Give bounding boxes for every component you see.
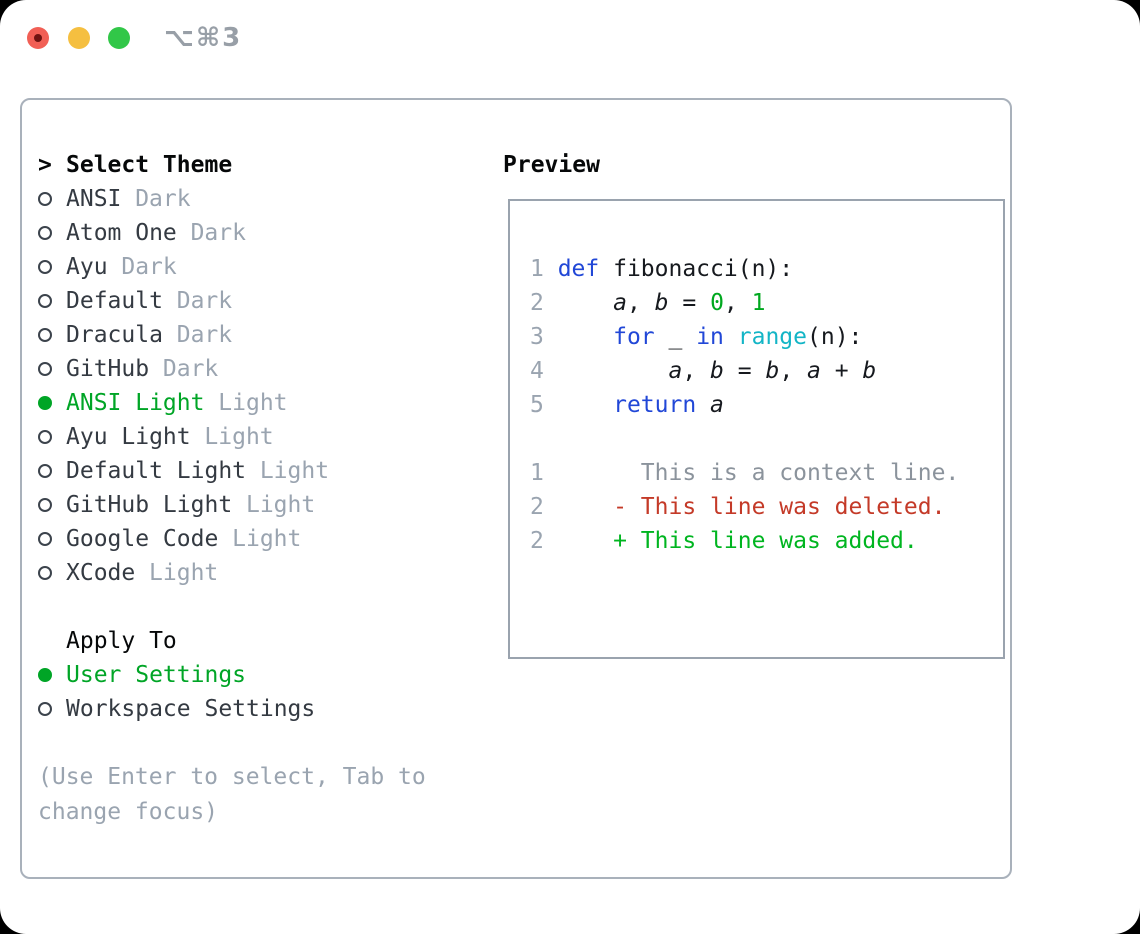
code-line: 1 This is a context line.	[530, 460, 960, 486]
radio-unselected-icon	[38, 702, 66, 716]
radio-unselected-icon	[38, 192, 66, 206]
theme-option-label: Default Light	[66, 458, 247, 484]
line-number: 3	[530, 324, 558, 350]
select-theme-title: Select Theme	[66, 152, 233, 178]
radio-unselected-icon	[38, 362, 66, 376]
theme-variant-badge: Light	[232, 526, 302, 552]
apply-option-user-settings[interactable]: User Settings	[38, 658, 488, 692]
theme-variant-badge: Dark	[162, 356, 219, 382]
apply-option-workspace-settings[interactable]: Workspace Settings	[38, 692, 488, 726]
theme-variant-badge: Light	[204, 424, 274, 450]
window-title: ⌥⌘3	[164, 23, 243, 53]
select-theme-header: > Select Theme	[38, 148, 488, 182]
theme-option-default[interactable]: Default Dark	[38, 284, 488, 318]
theme-option-label: Atom One	[66, 220, 177, 246]
radio-unselected-icon	[38, 260, 66, 274]
code-line: 4 a, b = b, a + b	[530, 358, 877, 384]
theme-option-atom-one[interactable]: Atom One Dark	[38, 216, 488, 250]
theme-option-github-light[interactable]: GitHub Light Light	[38, 488, 488, 522]
theme-option-dracula[interactable]: Dracula Dark	[38, 318, 488, 352]
theme-option-ayu-light[interactable]: Ayu Light Light	[38, 420, 488, 454]
theme-option-label: Default	[66, 288, 163, 314]
zoom-button[interactable]	[108, 27, 130, 49]
apply-option-label: Workspace Settings	[66, 696, 316, 722]
code-line: 5 return a	[530, 392, 724, 418]
theme-variant-badge: Dark	[121, 254, 177, 280]
code-line: 2 - This line was deleted.	[530, 494, 946, 520]
line-number: 2	[530, 494, 558, 520]
theme-option-xcode[interactable]: XCode Light	[38, 556, 488, 590]
theme-variant-badge: Dark	[176, 288, 233, 314]
radio-unselected-icon	[38, 226, 66, 240]
theme-variant-badge: Dark	[190, 220, 246, 246]
theme-variant-badge: Light	[149, 560, 219, 586]
keyboard-hint: (Use Enter to select, Tab to change focu…	[38, 764, 426, 825]
line-number: 2	[530, 290, 558, 316]
radio-unselected-icon	[38, 566, 66, 580]
radio-unselected-icon	[38, 532, 66, 546]
theme-option-ansi[interactable]: ANSI Dark	[38, 182, 488, 216]
theme-variant-badge: Dark	[176, 322, 233, 348]
theme-option-label: XCode	[66, 560, 136, 586]
preview-title: Preview	[503, 152, 600, 178]
apply-to-header: Apply To	[38, 624, 488, 658]
radio-unselected-icon	[38, 294, 66, 308]
radio-unselected-icon	[38, 498, 66, 512]
apply-option-label: User Settings	[66, 662, 247, 688]
theme-variant-badge: Dark	[135, 186, 191, 212]
code-line: 2 a, b = 0, 1	[530, 290, 766, 316]
theme-option-label: Ayu Light	[66, 424, 191, 450]
spacer	[38, 590, 488, 624]
preview-panel: 1 def fibonacci(n): 2 a, b = 0, 1 3 for _ …	[508, 199, 1005, 659]
radio-unselected-icon	[38, 464, 66, 478]
code-preview: 1 def fibonacci(n): 2 a, b = 0, 1 3 for _ …	[530, 252, 1003, 558]
theme-option-ayu[interactable]: Ayu Dark	[38, 250, 488, 284]
theme-option-label: GitHub	[66, 356, 150, 382]
radio-selected-icon	[38, 668, 66, 682]
theme-option-label: Ayu	[66, 254, 108, 280]
line-number: 2	[530, 528, 558, 554]
theme-option-label: GitHub Light	[66, 492, 233, 518]
theme-option-label: Dracula	[66, 322, 163, 348]
radio-unselected-icon	[38, 328, 66, 342]
theme-variant-badge: Light	[259, 458, 330, 484]
radio-unselected-icon	[38, 430, 66, 444]
focus-chevron-icon: >	[38, 152, 52, 178]
theme-option-google-code[interactable]: Google Code Light	[38, 522, 488, 556]
line-number: 4	[530, 358, 558, 384]
minimize-button[interactable]	[68, 27, 90, 49]
code-line	[530, 422, 1003, 456]
theme-option-github[interactable]: GitHub Dark	[38, 352, 488, 386]
theme-variant-badge: Light	[218, 390, 288, 416]
code-line: 3 for _ in range(n):	[530, 324, 863, 350]
theme-option-label: Google Code	[66, 526, 219, 552]
theme-variant-badge: Light	[245, 492, 316, 518]
line-number: 1	[530, 256, 558, 282]
apply-to-title: Apply To	[66, 628, 177, 654]
theme-option-label: ANSI Light	[66, 390, 205, 416]
line-number: 5	[530, 392, 558, 418]
theme-option-label: ANSI	[66, 186, 122, 212]
radio-selected-icon	[38, 396, 66, 410]
close-button[interactable]	[27, 27, 49, 49]
code-line: 2 + This line was added.	[530, 528, 918, 554]
line-number: 1	[530, 460, 558, 486]
spacer	[38, 726, 488, 760]
code-line: 1 def fibonacci(n):	[530, 256, 794, 282]
unsaved-dot-icon	[34, 34, 42, 42]
theme-option-default-light[interactable]: Default Light Light	[38, 454, 488, 488]
theme-option-ansi-light[interactable]: ANSI Light Light	[38, 386, 488, 420]
